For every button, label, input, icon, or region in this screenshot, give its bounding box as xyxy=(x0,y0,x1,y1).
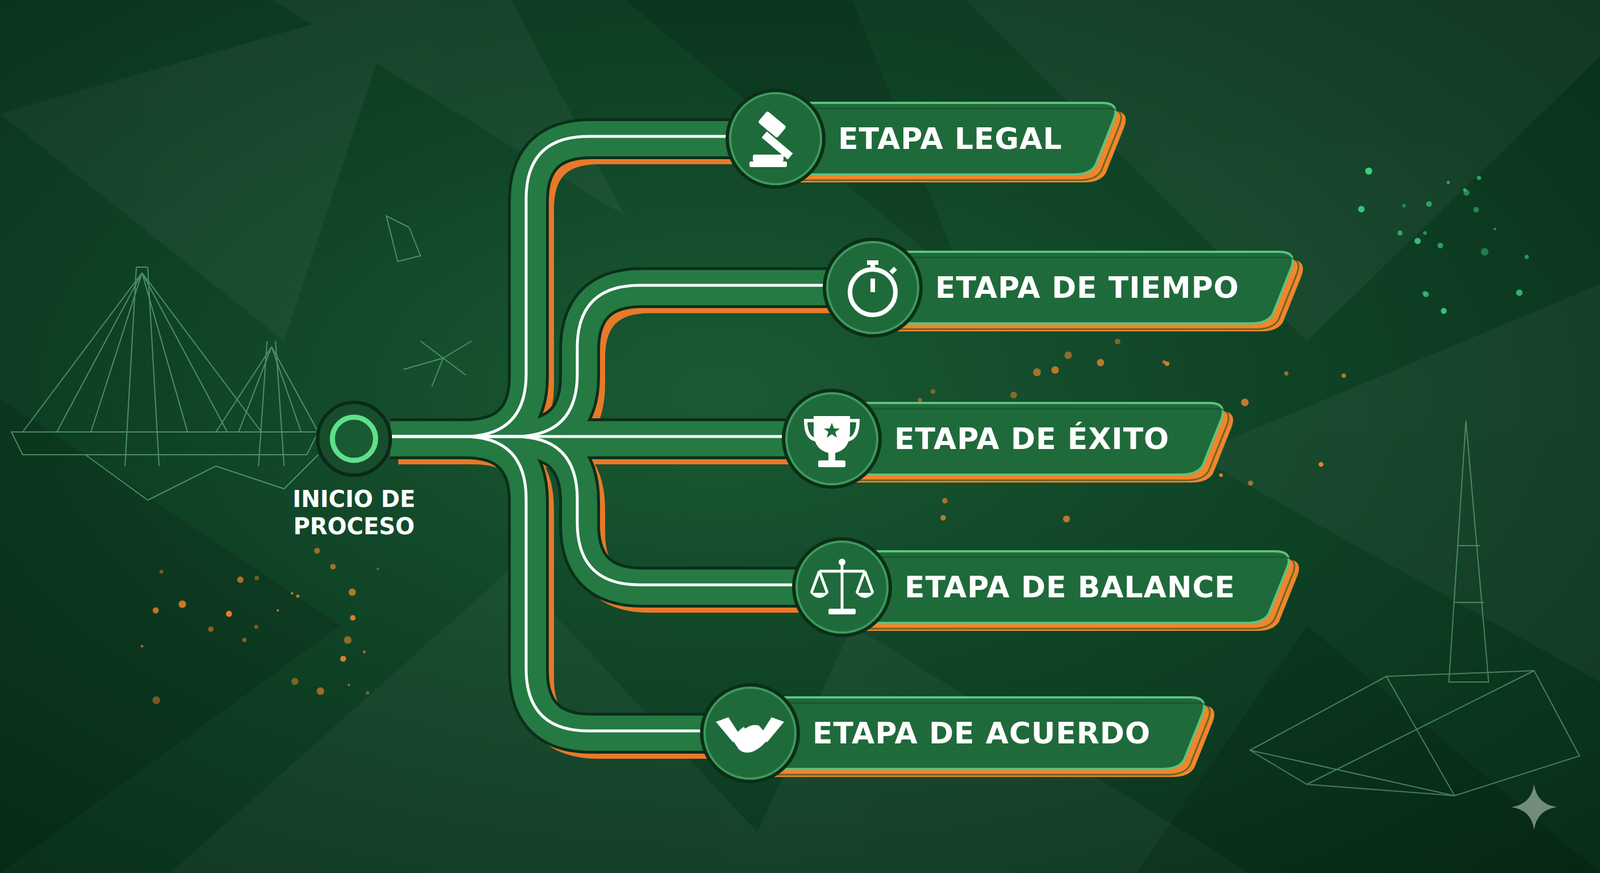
glow-dot xyxy=(1219,473,1224,478)
glow-dot xyxy=(140,644,144,648)
glow-dot xyxy=(276,609,279,612)
glow-dot xyxy=(1437,242,1444,249)
start-label: INICIO DE PROCESO xyxy=(268,485,440,540)
glow-dot xyxy=(253,624,258,629)
bridge-wireframe xyxy=(11,267,319,500)
glow-dot xyxy=(1248,480,1254,486)
stage-banner: ETAPA DE ÉXITO xyxy=(780,387,1233,490)
glow-dot xyxy=(1402,203,1406,208)
stage-icon xyxy=(790,535,894,639)
branch-connector xyxy=(390,438,797,587)
glow-dot xyxy=(1446,180,1450,185)
glow-dot xyxy=(159,569,164,574)
glow-dot xyxy=(1063,515,1070,523)
stage-icon xyxy=(724,87,827,190)
glow-dot xyxy=(1422,290,1427,296)
glow-dot xyxy=(350,614,356,621)
glow-dot xyxy=(1423,231,1428,236)
stage-icon xyxy=(780,387,883,490)
glow-dot xyxy=(1164,361,1170,366)
branch-connector xyxy=(388,436,795,585)
glow-dot xyxy=(1097,359,1105,367)
stage-title: ETAPA DE TIEMPO xyxy=(935,272,1240,303)
glow-dot xyxy=(152,696,161,704)
glow-dot xyxy=(1414,238,1422,245)
tower-wireframe xyxy=(1250,420,1580,796)
glow-dot xyxy=(365,690,370,695)
stage-title: ETAPA DE ACUERDO xyxy=(812,718,1151,748)
glow-dot xyxy=(1357,205,1365,213)
glow-dot xyxy=(1493,227,1497,231)
glow-dot xyxy=(236,576,244,583)
glow-dot xyxy=(316,686,324,695)
glow-dot xyxy=(1032,368,1041,377)
glow-dot xyxy=(942,497,948,504)
glow-dot xyxy=(1341,373,1347,378)
glow-dot xyxy=(1473,206,1479,213)
glow-dot xyxy=(296,594,300,598)
stage-banner: ETAPA DE BALANCE xyxy=(790,535,1299,639)
glow-dots xyxy=(140,167,1529,704)
stage-title: ETAPA LEGAL xyxy=(838,123,1063,154)
glow-dot xyxy=(1114,338,1121,345)
glow-dot xyxy=(347,683,350,686)
stage-banner: ETAPA DE TIEMPO xyxy=(821,236,1303,339)
branch-connector xyxy=(388,285,825,437)
glow-dot xyxy=(254,575,260,581)
glow-dot xyxy=(242,637,247,643)
glow-dot xyxy=(1365,167,1373,175)
glow-dot xyxy=(291,677,299,685)
branch-connector xyxy=(388,436,703,731)
glow-dot xyxy=(1051,365,1059,374)
glow-dot xyxy=(1480,247,1489,256)
glow-dot xyxy=(1476,175,1482,181)
glow-dot xyxy=(1064,351,1072,359)
glow-dot xyxy=(1010,391,1018,399)
glow-dot xyxy=(1440,307,1447,314)
glow-dot xyxy=(343,635,352,644)
glow-dot xyxy=(1397,230,1403,236)
branch-connector xyxy=(390,438,797,587)
glow-dot xyxy=(1463,189,1470,197)
stage-banner: ETAPA DE ACUERDO xyxy=(698,681,1214,785)
glow-dot xyxy=(340,655,347,662)
glow-dot xyxy=(226,610,233,618)
glow-dot xyxy=(152,607,160,614)
glow-dot xyxy=(330,563,336,570)
glow-dot xyxy=(314,547,320,554)
glow-dot xyxy=(1426,201,1432,207)
glow-dot xyxy=(376,567,379,570)
glow-dot xyxy=(1240,398,1249,406)
glow-dot xyxy=(1284,371,1289,375)
network-sketch xyxy=(386,215,472,387)
glow-dot xyxy=(363,650,366,654)
branch-connector xyxy=(390,287,828,439)
stage-banner: ETAPA LEGAL xyxy=(724,87,1125,190)
stage-icon xyxy=(821,236,924,339)
stage-icon xyxy=(698,681,802,785)
glow-dot xyxy=(1524,254,1529,259)
start-node: INICIO DE PROCESO xyxy=(268,400,440,540)
glow-dot xyxy=(348,588,357,597)
glow-dot xyxy=(290,592,294,595)
sparkle-mark xyxy=(1511,784,1557,830)
glow-dot xyxy=(1318,461,1324,468)
glow-dot xyxy=(1515,289,1523,296)
stage-title: ETAPA DE ÉXITO xyxy=(894,423,1170,454)
glow-dot xyxy=(930,389,936,395)
glow-dot xyxy=(940,514,947,521)
glow-dot xyxy=(917,397,923,403)
branch-connector xyxy=(390,287,828,439)
start-circle xyxy=(315,400,393,478)
glow-dot xyxy=(178,600,186,608)
glow-dot xyxy=(207,626,214,632)
stage-title: ETAPA DE BALANCE xyxy=(904,572,1236,602)
